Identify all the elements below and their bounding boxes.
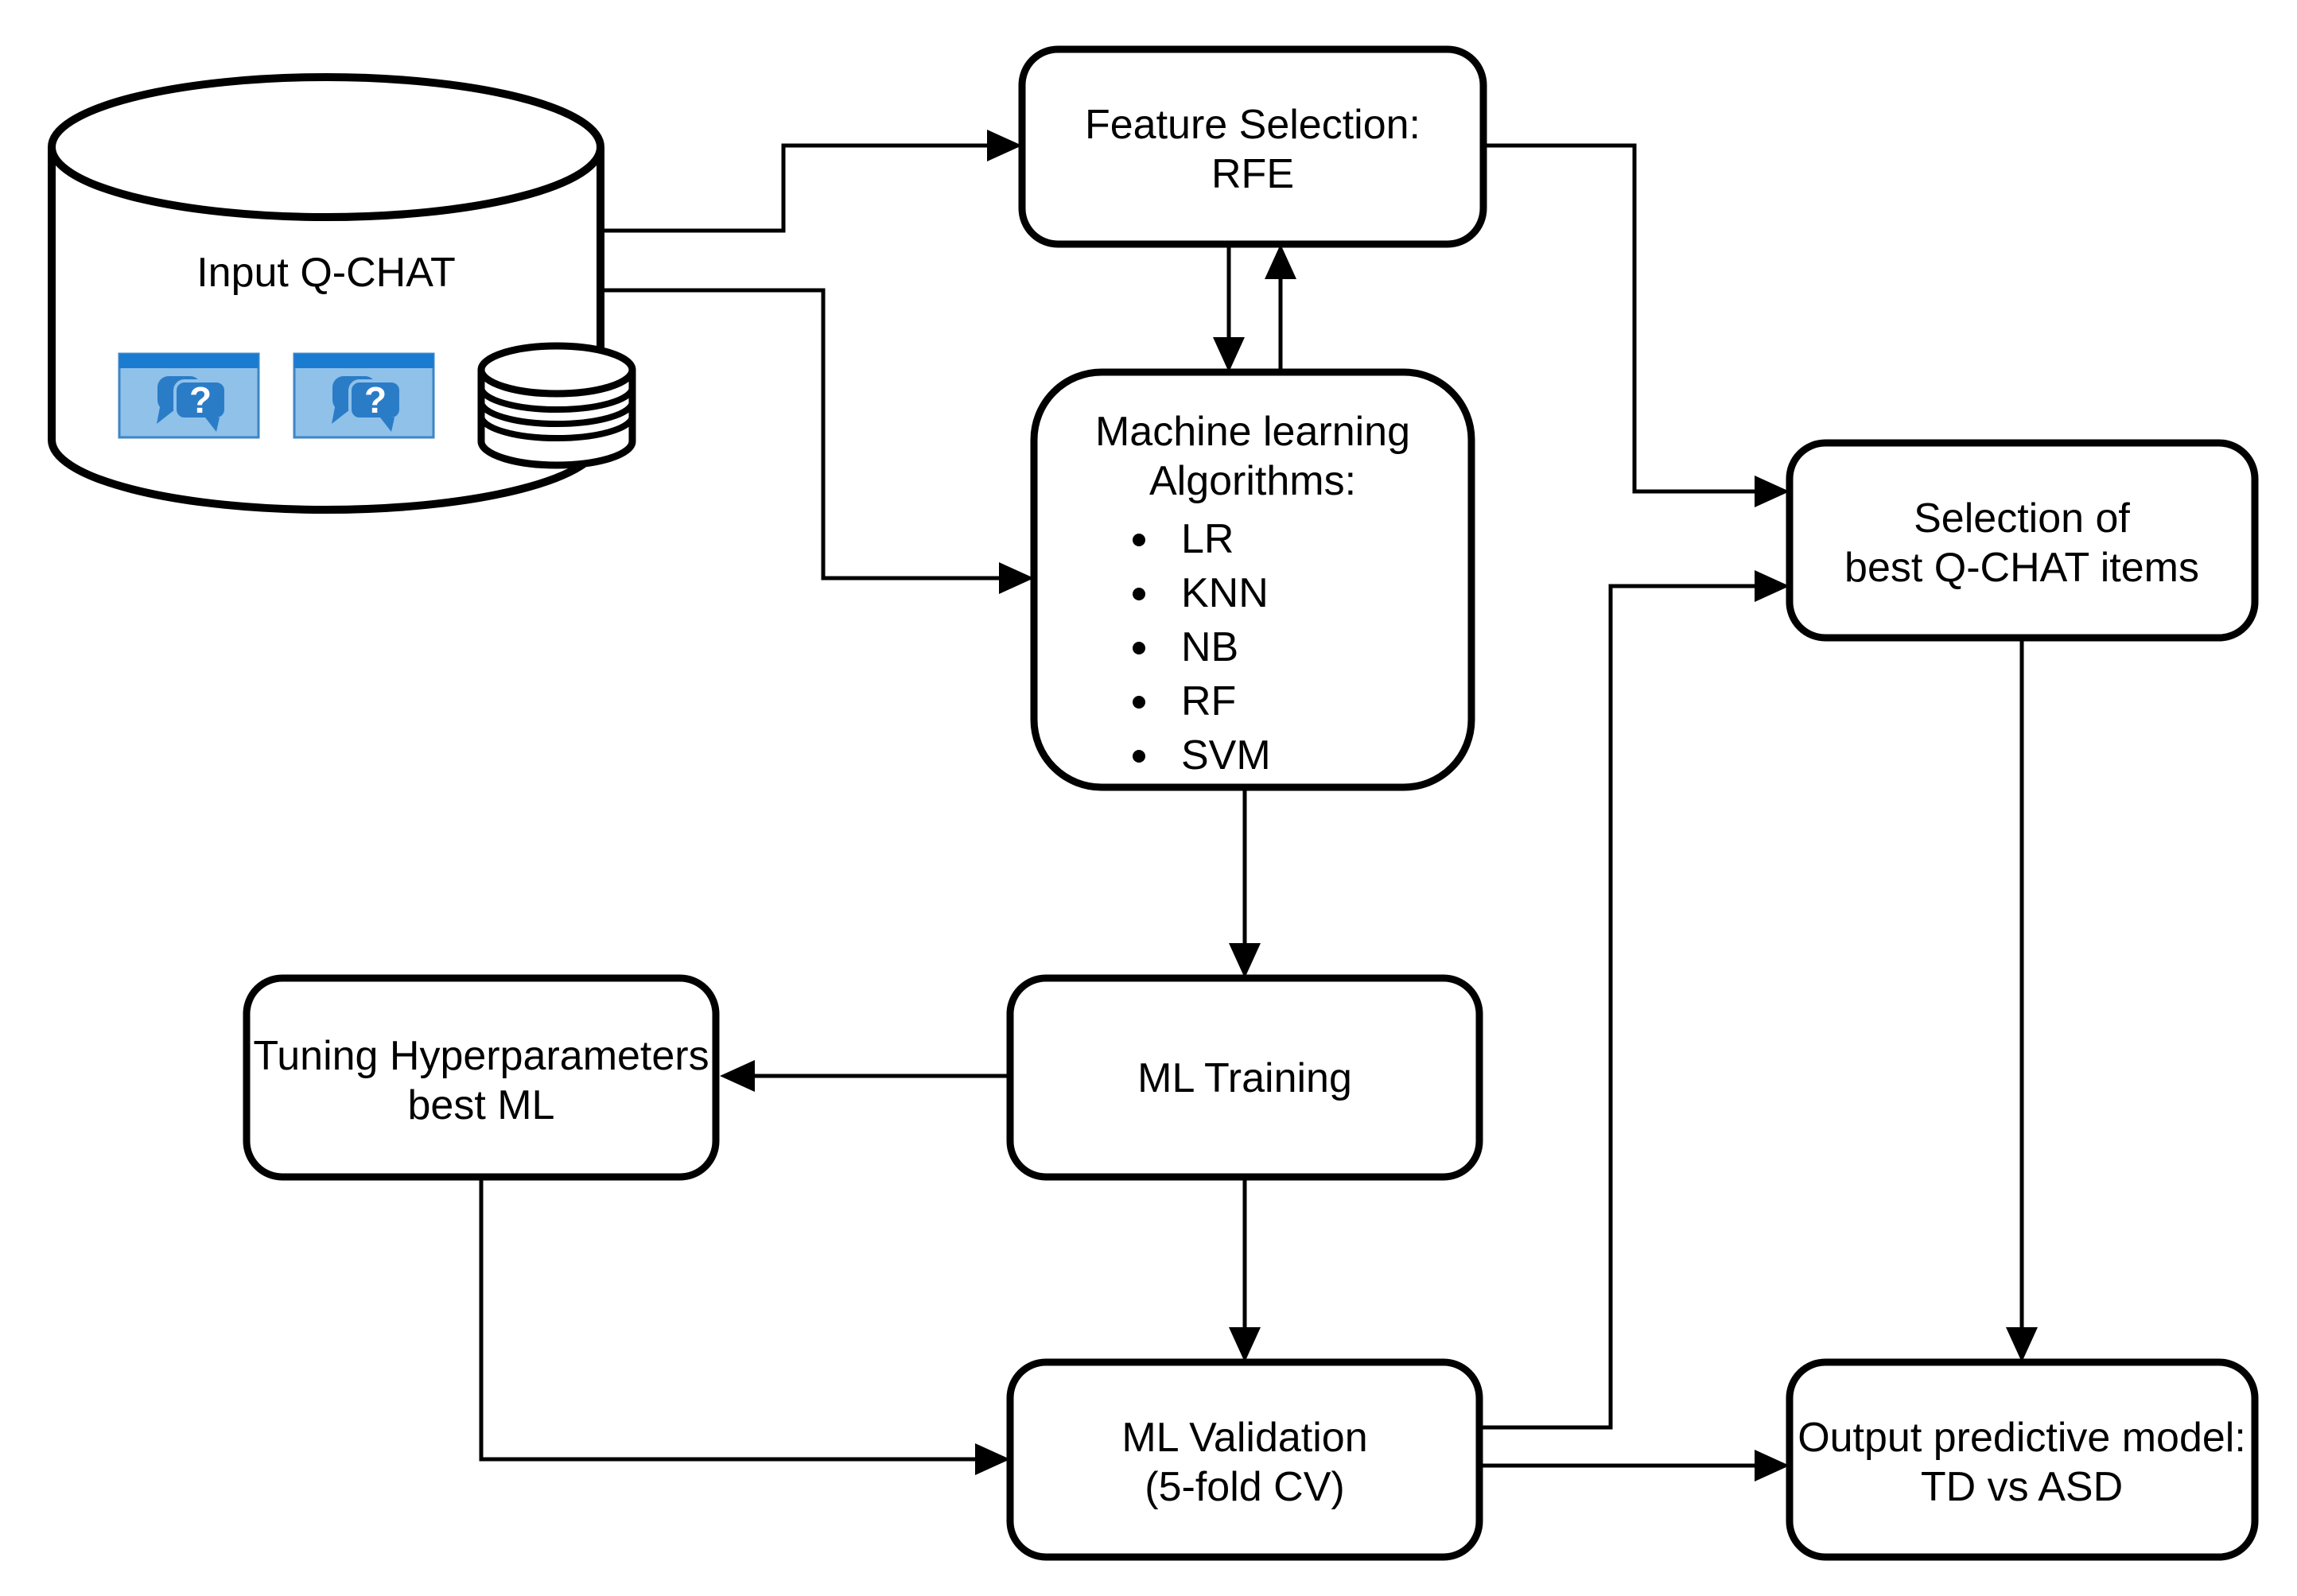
ml-algorithms-title-line2: Algorithms: bbox=[1149, 458, 1356, 504]
edge-input-to-feature bbox=[597, 143, 989, 233]
window-topbar bbox=[119, 354, 258, 368]
ml-algorithms-box bbox=[1030, 368, 1475, 791]
node-ml-algorithms: Machine learning Algorithms: LR KNN NB R… bbox=[1030, 368, 1475, 791]
database-ring-1 bbox=[478, 386, 635, 413]
node-feature-selection: Feature Selection: RFE bbox=[1018, 45, 1487, 248]
questionnaire-icon-1: ? bbox=[118, 352, 260, 439]
database-ring-3 bbox=[478, 415, 635, 441]
ml-validation-label-line2: (5-fold CV) bbox=[1145, 1464, 1344, 1510]
bullet-dot bbox=[1133, 750, 1145, 763]
chat-bubble-front-tail bbox=[205, 417, 220, 432]
ml-training-label: ML Training bbox=[1137, 1055, 1352, 1101]
arrowhead-selection-to-output bbox=[2006, 1327, 2038, 1362]
ml-algorithms-title-line1: Machine learning bbox=[1095, 409, 1410, 455]
arrowhead-input-to-ml-algorithms bbox=[999, 562, 1034, 594]
arrowhead-feature-to-selection bbox=[1755, 476, 1790, 507]
chat-bubble-front-tail bbox=[380, 417, 394, 432]
arrowhead-validation-to-output bbox=[1755, 1450, 1790, 1481]
tuning-hyperparameters-box bbox=[243, 974, 720, 1181]
chat-bubble-back-tail bbox=[332, 403, 350, 424]
bullet-dot bbox=[1133, 696, 1145, 709]
bullet-dot bbox=[1133, 642, 1145, 654]
ml-validation-label-line1: ML Validation bbox=[1121, 1415, 1367, 1461]
ml-training-box bbox=[1006, 974, 1483, 1181]
questionnaire-icon-2: ? bbox=[293, 352, 435, 439]
selection-best-items-box bbox=[1786, 439, 2259, 642]
edge-validation-to-selection bbox=[1479, 584, 1756, 1430]
selection-best-items-label-line1: Selection of bbox=[1914, 495, 2130, 542]
tuning-hyperparameters-label-line2: best ML bbox=[408, 1082, 555, 1128]
ml-algorithm-item-knn: KNN bbox=[1181, 570, 1269, 616]
feature-selection-label-line1: Feature Selection: bbox=[1085, 102, 1421, 148]
database-icon bbox=[477, 342, 636, 469]
ml-algorithm-item-nb: NB bbox=[1181, 624, 1238, 670]
tuning-hyperparameters-label-line1: Tuning Hyperparameters bbox=[253, 1033, 709, 1079]
output-model-label-line1: Output predictive model: bbox=[1798, 1415, 2246, 1461]
output-model-label-line2: TD vs ASD bbox=[1921, 1464, 2123, 1510]
edge-input-to-ml-algorithms bbox=[597, 288, 1001, 581]
arrowhead-validation-to-selection bbox=[1755, 570, 1790, 602]
ml-algorithm-item-rf: RF bbox=[1181, 678, 1236, 724]
chat-bubble-front-icon bbox=[348, 379, 402, 421]
node-tuning-hyperparameters: Tuning Hyperparameters best ML bbox=[243, 974, 720, 1181]
arrowhead-ml-algorithms-to-feature bbox=[1265, 244, 1296, 279]
selection-best-items-label-line2: best Q-CHAT items bbox=[1844, 545, 2199, 591]
node-ml-validation: ML Validation (5-fold CV) bbox=[1006, 1358, 1483, 1561]
chat-bubble-front-icon bbox=[173, 379, 227, 421]
database-top bbox=[477, 342, 636, 398]
feature-selection-box bbox=[1018, 45, 1487, 248]
arrowhead-ml-algorithms-to-training bbox=[1229, 943, 1261, 978]
arrowhead-training-to-validation bbox=[1229, 1327, 1261, 1362]
arrowhead-input-to-feature bbox=[987, 130, 1022, 161]
chat-bubble-back-tail bbox=[157, 403, 175, 424]
arrowhead-training-to-tuning bbox=[720, 1060, 755, 1092]
edge-tuning-to-validation bbox=[479, 1177, 977, 1462]
node-selection-best-items: Selection of best Q-CHAT items bbox=[1786, 439, 2259, 642]
arrowhead-tuning-to-validation bbox=[975, 1443, 1010, 1475]
question-mark: ? bbox=[189, 379, 212, 421]
ml-validation-box bbox=[1006, 1358, 1483, 1561]
ml-algorithm-item-lr: LR bbox=[1181, 516, 1234, 562]
arrowhead-feature-to-ml-algorithms bbox=[1213, 337, 1245, 372]
output-model-box bbox=[1786, 1358, 2259, 1561]
input-cylinder-top bbox=[48, 73, 604, 221]
node-output-model: Output predictive model: TD vs ASD bbox=[1786, 1358, 2259, 1561]
feature-selection-label-line2: RFE bbox=[1211, 151, 1294, 197]
bullet-dot bbox=[1133, 534, 1145, 546]
input-label: Input Q-CHAT bbox=[196, 250, 456, 296]
database-ring-2 bbox=[478, 401, 635, 427]
node-input-qchat: Input Q-CHAT ? ? bbox=[48, 73, 636, 514]
bullet-dot bbox=[1133, 588, 1145, 600]
question-mark: ? bbox=[364, 379, 387, 421]
edge-feature-to-selection bbox=[1483, 143, 1756, 494]
node-ml-training: ML Training bbox=[1006, 974, 1483, 1181]
ml-algorithm-item-svm: SVM bbox=[1181, 732, 1271, 779]
window-topbar bbox=[294, 354, 433, 368]
edges-layer bbox=[479, 130, 2038, 1481]
